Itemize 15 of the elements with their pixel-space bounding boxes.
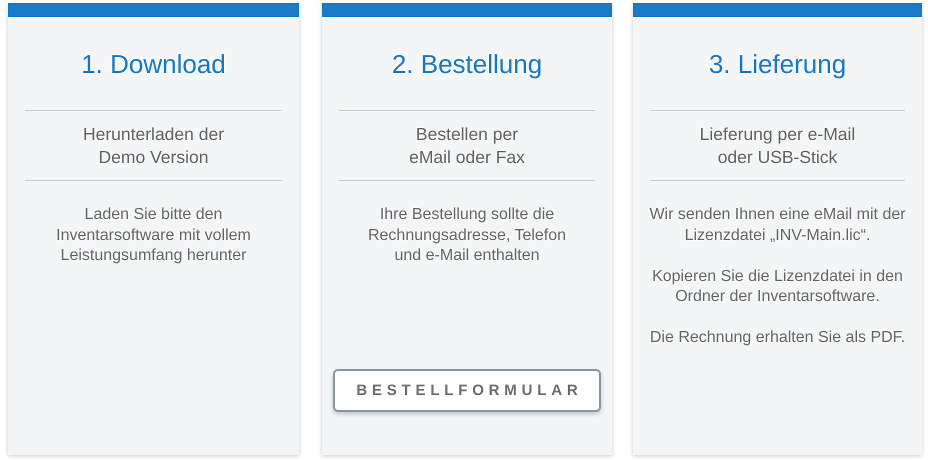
step-title: 3. Lieferung (708, 48, 848, 81)
step-card (322, 3, 612, 455)
step-card (8, 3, 299, 455)
step-subtitle: Bestellen per eMail oder Fax (408, 123, 526, 169)
step-description: Wir senden Ihnen eine eMail mit der Lizenzdatei „INV-Main.lic“. (648, 205, 907, 246)
step-description: Kopieren Sie die Lizenzdatei in den Ordner der Inventarsoftware. (651, 266, 904, 307)
step-description: Laden Sie bitte den Inventarsoftware mit vollem Leistungsumfang herunter (55, 205, 252, 266)
step-description: Ihre Bestellung sollte die Rechnungsadresse, Telefon und e-Mail enthalten (366, 205, 568, 266)
step-description: Die Rechnung erhalten Sie als PDF. (648, 328, 906, 348)
step-subtitle: Herunterladen der Demo Version (82, 123, 226, 169)
step-subtitle: Lieferung per e-Mail oder USB-Stick (698, 123, 856, 169)
step-title: 1. Download (80, 48, 227, 81)
step-card (633, 3, 922, 455)
order-form-button: BESTELLFORMULAR (333, 369, 601, 412)
step-title: 2. Bestellung (390, 48, 544, 81)
